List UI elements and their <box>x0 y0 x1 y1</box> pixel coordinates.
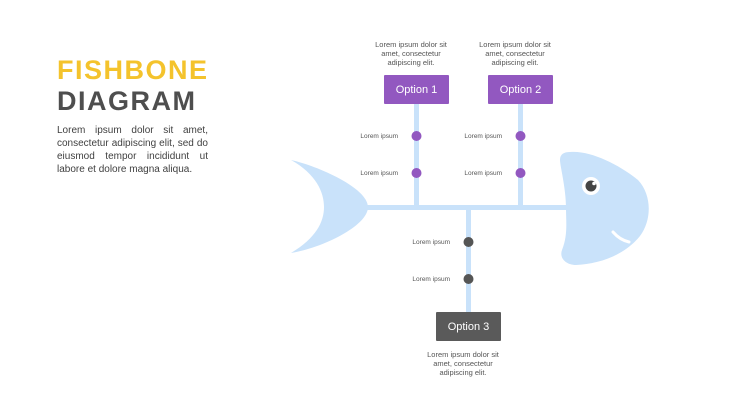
option-2-description-line-1: Lorem ipsum dolor sit <box>479 40 552 49</box>
option-3-description-line-3: adipiscing elit. <box>439 368 486 377</box>
option-2-point-1-label: Lorem ipsum <box>464 133 502 140</box>
option-2-box[interactable] <box>488 75 553 104</box>
fish-mouth <box>611 230 631 244</box>
option-1-point-1-label: Lorem ipsum <box>360 133 398 140</box>
title-diagram: DIAGRAM <box>57 86 197 116</box>
option-3-description-line-2: amet, consectetur <box>433 359 493 368</box>
fish-tail <box>291 160 368 253</box>
option-1-point-2-dot <box>411 168 422 178</box>
fish-spine <box>366 205 570 210</box>
option-2-point-1-dot <box>515 131 526 141</box>
fish-head <box>560 151 649 265</box>
rib-option-1 <box>414 103 419 207</box>
option-2-description-line-2: amet, consectetur <box>485 49 545 58</box>
option-1-description-line-2: amet, consectetur <box>381 49 441 58</box>
title-fishbone: FISHBONE <box>57 55 209 85</box>
option-1-description-line-3: adipiscing elit. <box>387 58 434 67</box>
rib-option-3 <box>466 208 471 314</box>
option-3-point-1-dot <box>463 237 474 247</box>
option-1-label: Option 1 <box>396 84 438 96</box>
fish-eye-glint <box>592 181 596 186</box>
option-3-description-line-1: Lorem ipsum dolor sit <box>427 350 500 359</box>
option-3-point-2-dot <box>463 274 474 284</box>
option-1-point-2-label: Lorem ipsum <box>360 170 398 177</box>
option-2-description-line-3: adipiscing elit. <box>491 58 538 67</box>
option-2-label: Option 2 <box>500 84 542 96</box>
option-3-label: Option 3 <box>448 321 490 333</box>
option-3-box[interactable] <box>436 312 501 341</box>
option-1-description-line-1: Lorem ipsum dolor sit <box>375 40 448 49</box>
rib-option-2 <box>518 103 523 207</box>
option-3-point-1-label: Lorem ipsum <box>412 239 450 246</box>
option-1-point-1-dot <box>411 131 422 141</box>
option-2-point-2-label: Lorem ipsum <box>464 170 502 177</box>
option-1-box[interactable] <box>384 75 449 104</box>
option-3-point-2-label: Lorem ipsum <box>412 276 450 283</box>
option-2-point-2-dot <box>515 168 526 178</box>
intro-paragraph: Lorem ipsum dolor sit amet, consectetur … <box>57 125 208 175</box>
